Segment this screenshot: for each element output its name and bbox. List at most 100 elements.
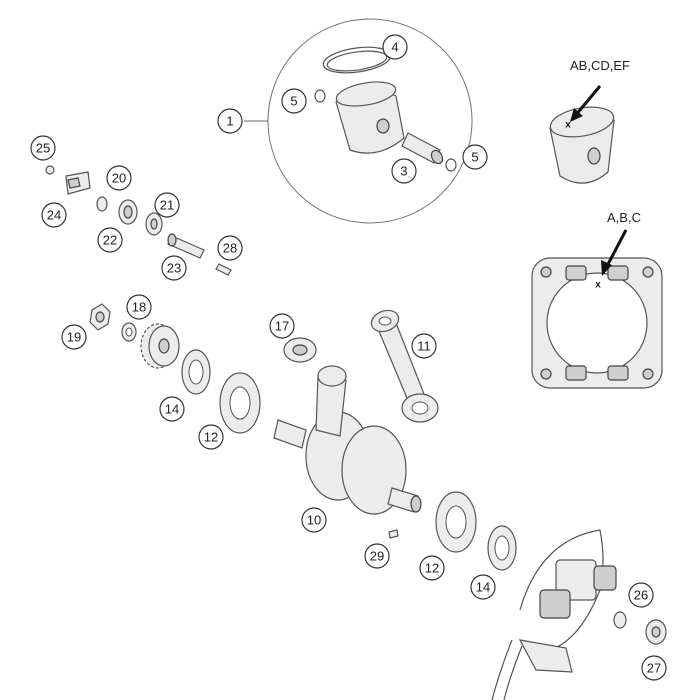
callout-label: 11 — [417, 339, 431, 354]
shaft-part — [167, 233, 205, 259]
callout-circle — [382, 34, 408, 60]
callout-10: 10 — [301, 507, 327, 533]
callout-circle — [628, 582, 654, 608]
seal-ring-part — [181, 349, 211, 395]
piston-pin-part — [401, 132, 444, 165]
callout-14: 14 — [470, 574, 496, 600]
washer-small-part — [45, 165, 55, 175]
piston-ring-part — [322, 46, 392, 74]
callout-label: 14 — [165, 402, 179, 417]
callout-label: 29 — [370, 549, 384, 564]
callout-circle — [301, 507, 327, 533]
bearing-small-part-2 — [145, 212, 163, 236]
callout-label: 1 — [226, 114, 233, 129]
callout-29: 29 — [364, 543, 390, 569]
callout-12: 12 — [198, 424, 224, 450]
callout-circle — [641, 655, 667, 681]
piston-part — [335, 81, 405, 154]
callout-circle — [30, 135, 56, 161]
callout-21: 21 — [154, 192, 180, 218]
callout-label: 5 — [290, 94, 297, 109]
needle-bearing-part — [283, 337, 317, 363]
callout-label: 4 — [391, 40, 398, 55]
callout-label: 27 — [647, 661, 661, 676]
seal-ring-part-2 — [487, 525, 517, 571]
flywheel-nut-part — [645, 619, 667, 645]
callout-circle — [61, 324, 87, 350]
callout-label: 12 — [425, 561, 439, 576]
callout-circle — [97, 227, 123, 253]
callout-circle — [159, 396, 185, 422]
callout-circle — [364, 543, 390, 569]
callout-28: 28 — [217, 235, 243, 261]
key-part — [388, 529, 399, 539]
callout-label: 23 — [167, 261, 181, 276]
piston-marks-label: AB,CD,EF — [570, 58, 630, 73]
callout-label: 3 — [400, 164, 407, 179]
callout-circle — [269, 313, 295, 339]
cylinder-marks-label: A,B,C — [607, 210, 641, 225]
callout-24: 24 — [41, 202, 67, 228]
callout-label: 28 — [223, 241, 237, 256]
callout-circle — [419, 555, 445, 581]
callout-label: 25 — [36, 141, 50, 156]
callout-23: 23 — [161, 255, 187, 281]
callout-circle — [217, 108, 243, 134]
callout-circle — [462, 144, 488, 170]
shim-part — [96, 196, 108, 212]
connecting-rod-part — [370, 309, 439, 423]
callout-label: 18 — [132, 300, 146, 315]
callout-circle — [106, 165, 132, 191]
callout-5: 5 — [281, 88, 307, 114]
callout-circle — [198, 424, 224, 450]
cylinder-marking-detail: x — [531, 229, 663, 389]
crankshaft-part — [273, 365, 422, 515]
callout-19: 19 — [61, 324, 87, 350]
callout-4: 4 — [382, 34, 408, 60]
bearing-small-part — [118, 199, 138, 225]
main-bearing-part-2 — [435, 491, 477, 553]
callout-17: 17 — [269, 313, 295, 339]
callout-22: 22 — [97, 227, 123, 253]
callout-circle — [281, 88, 307, 114]
circlip-part-2 — [445, 158, 457, 172]
callout-20: 20 — [106, 165, 132, 191]
washer-part-2 — [613, 611, 627, 629]
callout-label: 24 — [47, 208, 61, 223]
washer-part — [121, 322, 137, 342]
callout-11: 11 — [411, 333, 437, 359]
callout-26: 26 — [628, 582, 654, 608]
callout-label: 20 — [112, 171, 126, 186]
callout-circle — [217, 235, 243, 261]
cylinder-x-mark: x — [595, 280, 601, 291]
callout-label: 19 — [67, 330, 81, 345]
stator-part — [491, 529, 617, 700]
callout-label: 10 — [307, 513, 321, 528]
piston-marking-detail: x — [549, 85, 615, 184]
piston-x-mark: x — [565, 120, 571, 131]
callout-label: 12 — [204, 430, 218, 445]
callout-5: 5 — [462, 144, 488, 170]
callout-circle — [154, 192, 180, 218]
callout-18: 18 — [126, 294, 152, 320]
callout-12: 12 — [419, 555, 445, 581]
callout-14: 14 — [159, 396, 185, 422]
circlip-part — [314, 89, 326, 103]
main-bearing-part — [219, 372, 261, 434]
callout-label: 5 — [471, 150, 478, 165]
callout-label: 26 — [634, 588, 648, 603]
callout-25: 25 — [30, 135, 56, 161]
impeller-part — [65, 171, 91, 195]
callout-27: 27 — [641, 655, 667, 681]
callout-label: 22 — [103, 233, 117, 248]
callout-circle — [41, 202, 67, 228]
pin-part — [215, 263, 232, 276]
callout-circle — [470, 574, 496, 600]
callout-circle — [161, 255, 187, 281]
callout-label: 14 — [476, 580, 490, 595]
callout-3: 3 — [391, 158, 417, 184]
callout-label: 17 — [275, 319, 289, 334]
callout-circle — [126, 294, 152, 320]
callout-circle — [391, 158, 417, 184]
callout-1: 1 — [217, 108, 243, 134]
